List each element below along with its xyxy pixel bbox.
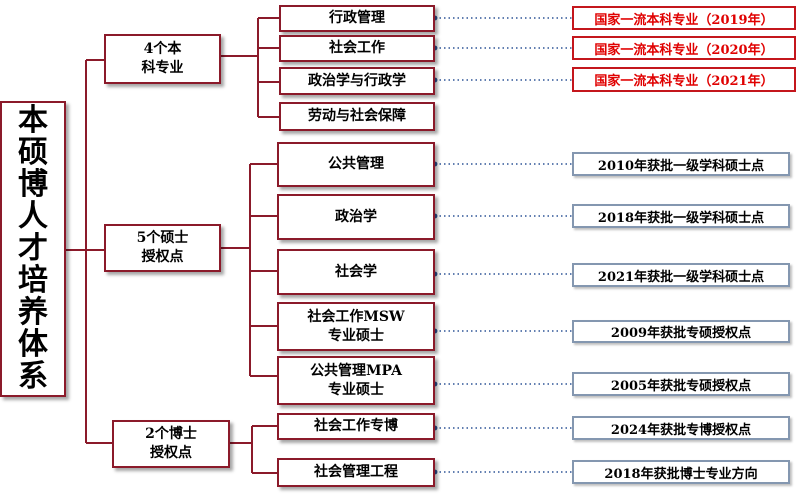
approval-tag-text: 2024年获批专博授权点 — [610, 422, 752, 438]
program-node: 行政管理 — [279, 5, 435, 32]
category-doctor: 2个博士 授权点 — [112, 420, 230, 468]
root-node: 本硕博人才培养体系 — [0, 101, 66, 397]
category-master: 5个硕士 授权点 — [104, 224, 221, 272]
honor-tag: 国家一流本科专业（2020年） — [572, 36, 796, 60]
program-node: 公共管理MPA 专业硕士 — [277, 356, 435, 405]
program-label: 社会工作MSW 专业硕士 — [307, 309, 405, 344]
approval-tag-text: 2005年获批专硕授权点 — [610, 378, 752, 394]
honor-tag: 国家一流本科专业（2021年） — [572, 67, 796, 92]
approval-tag: 2018年获批博士专业方向 — [572, 460, 790, 484]
program-node: 劳动与社会保障 — [279, 102, 435, 131]
approval-tag-text: 2010年获批一级学科硕士点 — [597, 158, 765, 174]
program-label: 社会工作专博 — [314, 418, 398, 435]
program-node: 公共管理 — [277, 142, 435, 187]
approval-tag-text: 2018年获批博士专业方向 — [604, 466, 758, 482]
approval-tag: 2010年获批一级学科硕士点 — [572, 152, 790, 176]
approval-tag: 2021年获批一级学科硕士点 — [572, 263, 790, 287]
honor-tag-text: 国家一流本科专业（2019年） — [594, 12, 774, 28]
program-label: 劳动与社会保障 — [308, 108, 406, 125]
program-node: 政治学与行政学 — [279, 67, 435, 95]
approval-tag: 2024年获批专博授权点 — [572, 416, 790, 440]
honor-tag: 国家一流本科专业（2019年） — [572, 6, 796, 30]
program-node: 政治学 — [277, 194, 435, 240]
program-label: 公共管理MPA 专业硕士 — [310, 363, 402, 398]
program-label: 社会管理工程 — [314, 464, 398, 481]
program-label: 公共管理 — [328, 156, 384, 173]
root-label: 本硕博人才培养体系 — [18, 102, 48, 395]
program-label: 社会工作 — [329, 40, 385, 57]
program-node: 社会管理工程 — [277, 458, 435, 487]
approval-tag: 2009年获批专硕授权点 — [572, 320, 790, 343]
program-node: 社会工作 — [279, 35, 435, 62]
program-label: 行政管理 — [329, 10, 385, 27]
approval-tag: 2005年获批专硕授权点 — [572, 372, 790, 396]
category-doctor-label: 2个博士 授权点 — [145, 426, 197, 461]
approval-tag-text: 2009年获批专硕授权点 — [610, 326, 752, 341]
program-label: 社会学 — [335, 263, 377, 280]
honor-tag-text: 国家一流本科专业（2021年） — [594, 74, 774, 89]
program-node: 社会工作专博 — [277, 413, 435, 440]
approval-tag: 2018年获批一级学科硕士点 — [572, 204, 790, 228]
category-bachelor: 4个本 科专业 — [104, 34, 221, 84]
honor-tag-text: 国家一流本科专业（2020年） — [594, 42, 774, 58]
approval-tag-text: 2018年获批一级学科硕士点 — [597, 210, 765, 226]
program-label: 政治学 — [335, 208, 377, 225]
category-bachelor-label: 4个本 科专业 — [141, 41, 184, 76]
program-label: 政治学与行政学 — [308, 72, 406, 89]
category-master-label: 5个硕士 授权点 — [136, 230, 189, 265]
program-node: 社会工作MSW 专业硕士 — [277, 302, 435, 351]
program-node: 社会学 — [277, 249, 435, 295]
approval-tag-text: 2021年获批一级学科硕士点 — [597, 269, 765, 285]
